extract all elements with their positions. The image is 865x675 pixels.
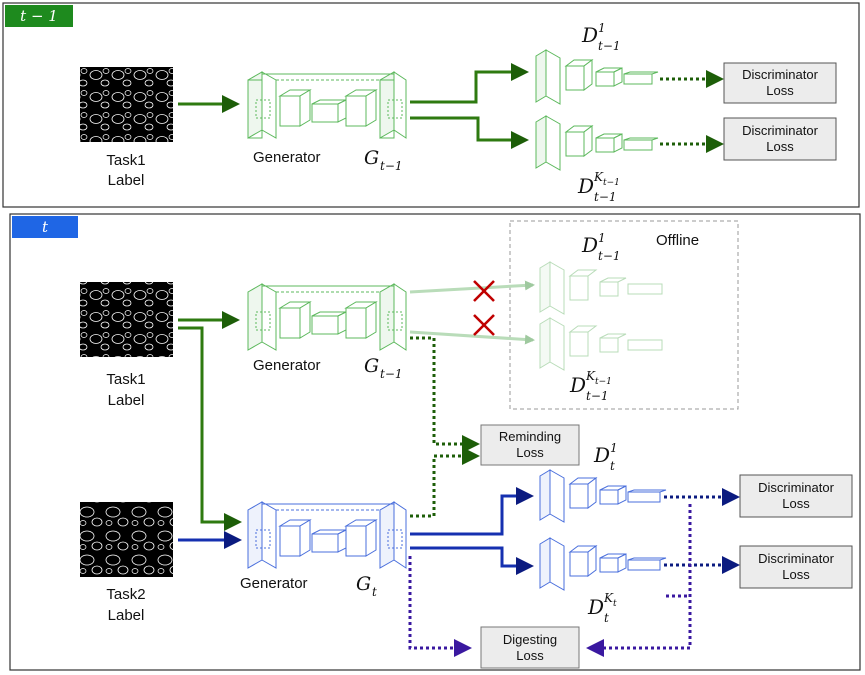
bottom-new-generator-word: Generator [240, 575, 308, 592]
bottom-old-generator-sub: t−1 [380, 367, 403, 381]
top-arrow-lower [410, 116, 529, 149]
top-loss2-line2: Loss [766, 139, 794, 154]
bottom-panel-tag-text: t [42, 218, 49, 236]
bottom-new-generator-sub: t [372, 585, 377, 599]
bottom-panel-frame [9, 213, 861, 671]
bottom-old-generator-symbol: G [364, 355, 379, 377]
offline-disc-lower [539, 317, 663, 371]
offline-disc-upper-symbol: D [581, 233, 598, 257]
top-loss1-line1: Discriminator [742, 67, 819, 82]
bottom-disc-upper [539, 469, 667, 523]
bottom-loss-box-1 [739, 474, 853, 518]
top-disc-lower-sub: t−1 [594, 190, 617, 204]
bottom-loss-box-2 [739, 545, 853, 589]
bottom-disc-upper-symbol: D [593, 443, 610, 467]
top-disc-upper-sub: t−1 [598, 39, 621, 53]
top-generator-word: Generator [253, 149, 321, 166]
digesting-loss-line2: Loss [516, 648, 544, 663]
generator-top [247, 71, 407, 139]
bottom-input1-line2: Label [108, 392, 145, 409]
digesting-loss-line1: Digesting [503, 632, 557, 647]
top-disc-upper-sup: 1 [598, 21, 606, 35]
reminding-dotted-from-new [410, 447, 480, 518]
offline-disc-lower-sup: K [585, 369, 596, 383]
top-arrow-upper [410, 63, 529, 104]
bottom-loss2-line1: Discriminator [758, 551, 835, 566]
offline-disc-upper [539, 261, 663, 315]
top-panel-tag [5, 5, 73, 27]
top-input-line1: Task1 [106, 152, 145, 169]
top-disc-lower-supsub: t−1 [603, 178, 620, 188]
top-disc-upper [535, 49, 659, 105]
top-disc-upper-symbol: D [581, 23, 598, 47]
top-input-line2: Label [108, 172, 145, 189]
top-generator-symbol: G [364, 147, 379, 169]
digesting-dotted-from-gen [408, 556, 472, 657]
bottom-disc-lower-supsub: t [613, 599, 617, 609]
blue-arrow-lower [410, 546, 534, 575]
top-panel-frame [2, 2, 860, 208]
top-generator-sub: t−1 [380, 159, 403, 173]
offline-disc-upper-sub: t−1 [598, 249, 621, 263]
bottom-input2-line1: Task2 [106, 586, 145, 603]
top-panel-tag-text: t − 1 [20, 7, 58, 25]
bottom-disc-lower-sub: t [604, 611, 609, 625]
bottom-panel-tag [12, 216, 78, 238]
top-loss-box-1 [723, 62, 837, 104]
offline-box [509, 220, 739, 410]
top-loss2-line1: Discriminator [742, 123, 819, 138]
bottom-disc-upper-sup: 1 [610, 441, 618, 455]
bottom-disc-upper-sub: t [610, 459, 615, 473]
generator-new-bottom [247, 501, 407, 569]
top-loss-box-2 [723, 117, 837, 161]
bottom-input1-line1: Task1 [106, 371, 145, 388]
faded-arrow-lower [409, 330, 535, 345]
reminding-loss-box [480, 424, 580, 466]
bottom-loss1-line2: Loss [782, 496, 810, 511]
generator-old-bottom [247, 283, 407, 351]
task1-label-image-bottom [80, 282, 173, 357]
top-disc-lower-symbol: D [577, 174, 594, 198]
top-loss1-line2: Loss [766, 83, 794, 98]
offline-label: Offline [656, 232, 699, 249]
blocked-x-icon-lower [473, 314, 495, 336]
faded-arrow-upper [409, 280, 535, 294]
bottom-loss1-line1: Discriminator [758, 480, 835, 495]
blocked-x-icon-upper [473, 280, 495, 302]
reminding-loss-line2: Loss [516, 445, 544, 460]
bottom-disc-lower-sup: K [603, 591, 614, 605]
bottom-old-generator-word: Generator [253, 357, 321, 374]
reminding-loss-line1: Reminding [499, 429, 561, 444]
bottom-input2-line2: Label [108, 607, 145, 624]
task1-label-image [80, 67, 173, 142]
top-disc-lower-sup: K [593, 170, 604, 184]
bottom-new-generator-symbol: G [356, 573, 371, 595]
bottom-task1-down-arrow [178, 326, 242, 531]
task2-label-image [80, 502, 173, 577]
digesting-loss-box [480, 626, 580, 669]
top-disc-lower [535, 115, 659, 171]
bottom-loss2-line2: Loss [782, 567, 810, 582]
bottom-disc-lower-symbol: D [587, 595, 604, 619]
offline-disc-lower-supsub: t−1 [595, 377, 612, 387]
offline-disc-lower-sub: t−1 [586, 389, 609, 403]
offline-disc-lower-symbol: D [569, 373, 586, 397]
reminding-dotted-from-old [410, 336, 480, 453]
blue-arrow-upper [410, 487, 534, 536]
digesting-dotted-from-disc [586, 504, 692, 657]
offline-disc-upper-sup: 1 [598, 231, 606, 245]
bottom-disc-lower [539, 537, 667, 591]
